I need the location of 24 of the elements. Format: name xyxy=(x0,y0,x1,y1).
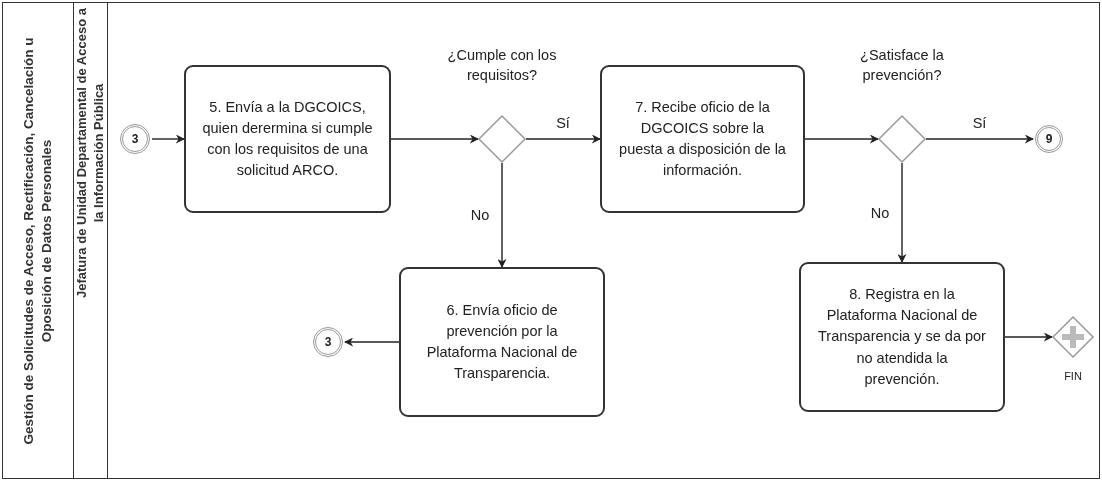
arrow xyxy=(344,337,400,347)
link-event-circle: 3 xyxy=(313,327,343,357)
arrow xyxy=(925,134,1034,144)
arrow xyxy=(390,134,479,144)
arrow xyxy=(897,162,907,263)
lane-title: Jefatura de Unidad Departamental de Acceso a la Información Pública xyxy=(74,8,107,298)
task-box: 7. Recibe oficio de la DGCOICS sobre la puesta a disposición de la información. xyxy=(600,65,805,213)
task-box: 6. Envía oficio de prevención por la Plataforma Nacional de Transparencia. xyxy=(399,267,605,417)
task-box: 8. Registra en la Plataforma Nacional de Transparencia y se da por no atendida la prevención. xyxy=(799,262,1005,412)
edge-label: Sí xyxy=(970,115,989,131)
edge-label: No xyxy=(468,207,492,223)
edge-label: Sí xyxy=(554,115,572,131)
arrow xyxy=(1004,332,1053,342)
arrow xyxy=(151,134,185,144)
link-event-circle: 3 xyxy=(120,124,150,154)
arrow xyxy=(525,134,601,144)
link-event-circle: 9 xyxy=(1035,125,1063,153)
pool-title: Gestión de Solicitudes de Acceso, Rectificación, Cancelación u Oposición de Datos Personales xyxy=(19,36,55,447)
gateway-question: ¿Satisface la prevención? xyxy=(859,46,945,86)
gateway-question: ¿Cumple con los requisitos? xyxy=(446,46,558,86)
task-box: 5. Envía a la DGCOICS, quien derermina si cumple con los requisitos de una solicitud ARCO. xyxy=(184,65,391,213)
end-label: FIN xyxy=(1063,370,1083,382)
arrow xyxy=(497,162,507,268)
arrow xyxy=(804,134,879,144)
